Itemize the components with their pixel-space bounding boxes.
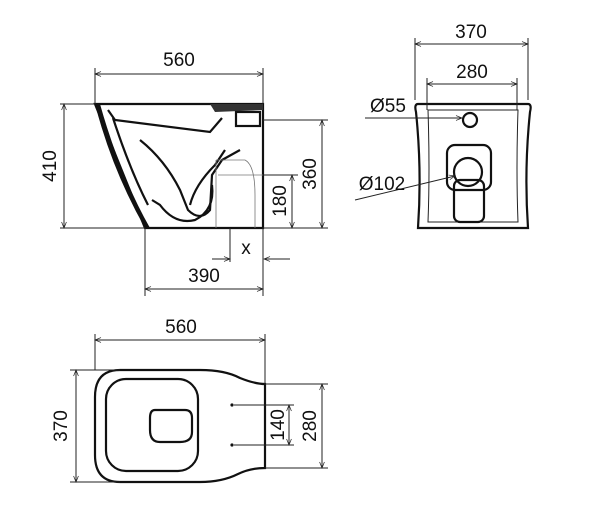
offset-label: x xyxy=(241,238,251,259)
outlet-diameter-label: Ø102 xyxy=(359,174,405,195)
outlet-circle xyxy=(452,156,484,188)
top-width-label: 560 xyxy=(165,317,197,338)
front-view: 370 280 Ø55 Ø102 xyxy=(354,22,532,230)
front-inner-width-label: 280 xyxy=(456,62,488,83)
inlet-circle xyxy=(461,111,479,129)
top-outline xyxy=(93,368,267,484)
front-outline xyxy=(414,102,532,230)
side-width-label: 560 xyxy=(163,50,195,71)
depth-label: 390 xyxy=(188,266,220,287)
top-view: 560 370 140 280 xyxy=(51,317,328,484)
outlet-height-label: 360 xyxy=(300,158,321,190)
top-height-label: 370 xyxy=(51,410,72,442)
bowl-trap xyxy=(107,109,241,218)
seat xyxy=(104,377,200,473)
fixing-outer-label: 280 xyxy=(300,410,321,442)
fixing-inner-label: 140 xyxy=(268,409,289,441)
front-width-label: 370 xyxy=(455,22,487,43)
outlet-centre-label: 180 xyxy=(270,185,291,217)
inlet-diameter-label: Ø55 xyxy=(370,96,406,117)
side-view: 560 410 360 180 x 390 xyxy=(40,50,328,296)
side-height-label: 410 xyxy=(40,150,61,182)
